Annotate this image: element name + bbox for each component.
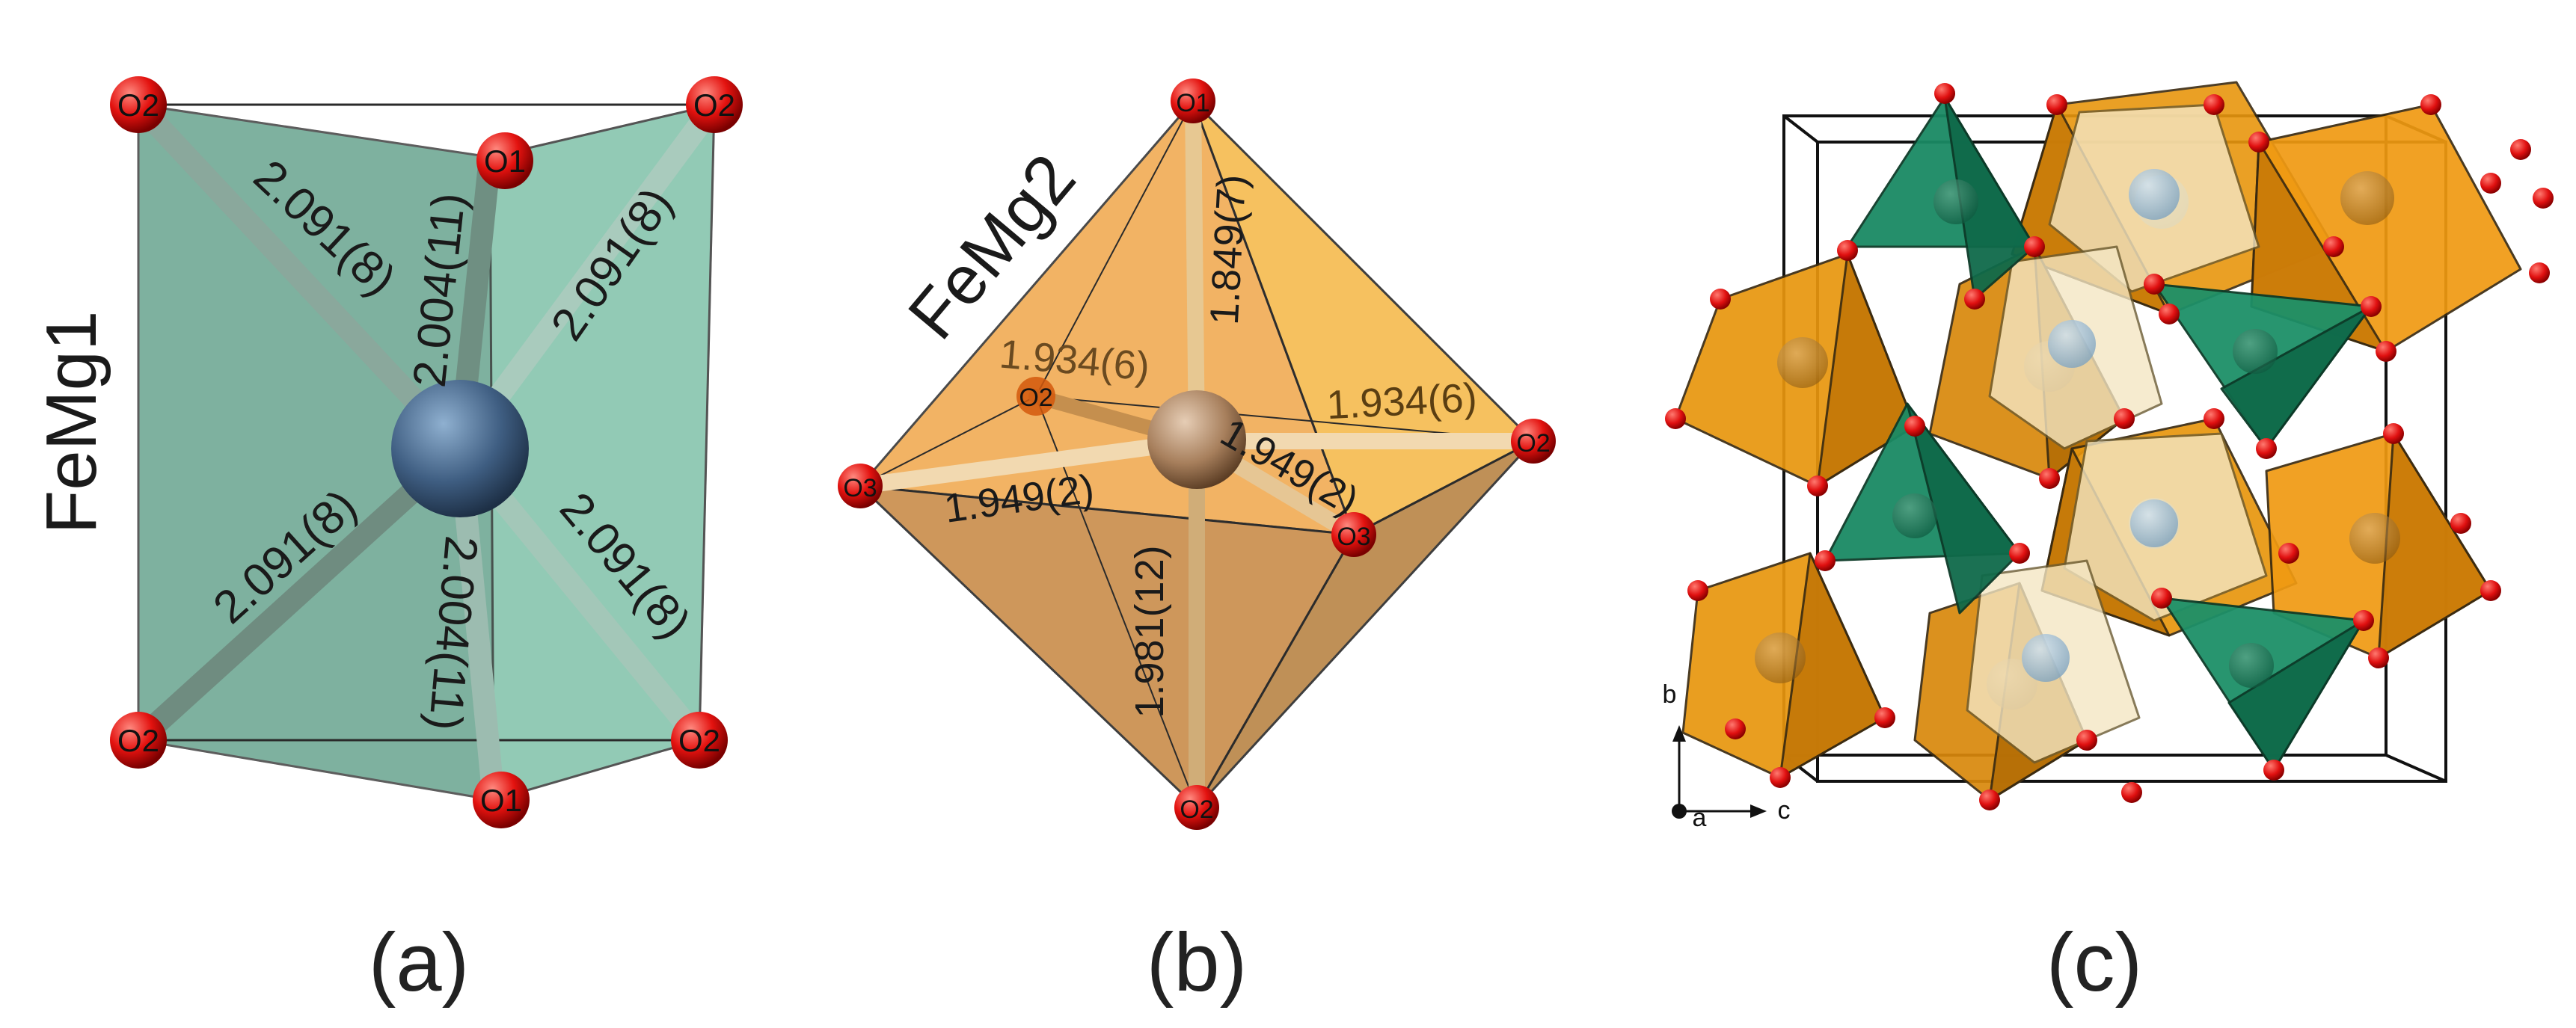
atom-label: O1: [484, 144, 526, 179]
oxygen-atom: [686, 76, 743, 133]
octahedron: [2063, 432, 2268, 622]
panel-a-caption: (a): [369, 917, 469, 1009]
atom-label: O2: [693, 87, 735, 123]
axis-b-label: b: [1663, 680, 1677, 709]
tetrahedron: [1824, 402, 2021, 615]
panel-a: O2 O1 O2 O2 O1 O2 2.091(8) 2.004(11) 2.0…: [31, 76, 743, 1009]
atom-label: O2: [1516, 429, 1550, 458]
atom-label: O2: [117, 87, 159, 123]
atom-label: O2: [1180, 795, 1213, 824]
tetrahedron: [2153, 283, 2373, 450]
octahedron: [2265, 432, 2492, 659]
axis-a-label: a: [1693, 804, 1707, 832]
femg2-bonds: [852, 93, 1542, 816]
oxygen-atom: [110, 712, 167, 769]
panel-b: O1 O2 O3 O2 O3 O2 1.849(7) 1.934(6) 1.93…: [838, 79, 1556, 1009]
femg2-cation-sphere: [1147, 390, 1246, 489]
octahedron: [1681, 552, 1886, 779]
pale-octahedra: [1966, 103, 2268, 764]
bond-length-label: 1.981(12): [1127, 545, 1172, 718]
bond-length-label: 1.849(7): [1202, 173, 1254, 326]
oxygen-vertices: [1665, 83, 2554, 810]
panel-c: b a c (c): [1663, 81, 2554, 1009]
femg2-oxygen-atoms: O1 O2 O3 O2 O3 O2: [838, 79, 1556, 830]
tetrahedron: [2160, 597, 2365, 772]
panel-b-caption: (b): [1147, 917, 1247, 1009]
octahedron: [1988, 245, 2163, 450]
octahedron: [2048, 103, 2260, 293]
oxygen-atom: [1511, 419, 1556, 464]
oxygen-atom: [476, 132, 533, 189]
atom-label: O2: [117, 723, 159, 758]
tetrahedron: [1846, 96, 2036, 301]
oxygen-atom: [110, 76, 167, 133]
oxygen-atom: [671, 712, 728, 769]
green-tetrahedra: [1824, 96, 2373, 772]
femg1-oxygen-atoms: O2 O1 O2 O2 O1 O2: [110, 76, 743, 828]
femg1-cation-sphere: [391, 380, 529, 517]
panel-a-title: FeMg1: [31, 311, 111, 535]
axis-indicator: b a c: [1663, 680, 1791, 832]
oxygen-atom: [1174, 785, 1219, 830]
panel-c-caption: (c): [2046, 917, 2142, 1009]
atom-label: O1: [1176, 89, 1209, 117]
oxygen-atom: [473, 772, 530, 828]
atom-label: O3: [843, 474, 877, 502]
oxygen-atom: [1016, 377, 1055, 416]
oxygen-atom: [1331, 512, 1376, 557]
atom-label: O3: [1337, 523, 1370, 551]
bond-length-label: 1.934(6): [1325, 375, 1478, 428]
atom-label: O1: [480, 783, 522, 818]
oxygen-atom: [1171, 79, 1215, 123]
atom-label: O2: [678, 723, 720, 758]
oxygen-atom: [838, 464, 883, 508]
atom-label: O2: [1019, 384, 1052, 412]
axis-c-label: c: [1778, 796, 1791, 825]
octahedron: [1674, 253, 1916, 487]
